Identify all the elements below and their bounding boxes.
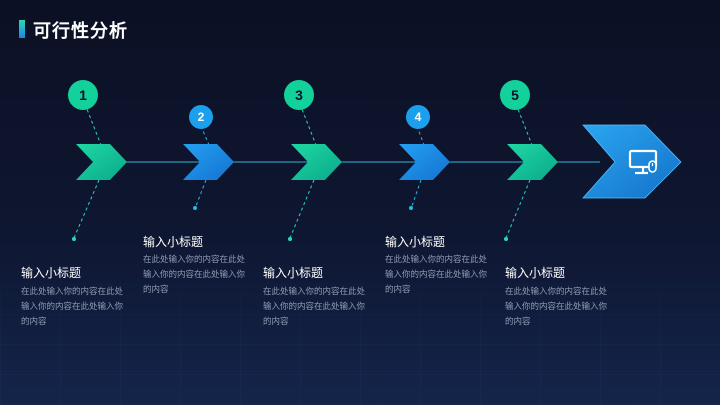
step-subtitle-3: 输入小标题 <box>263 266 324 280</box>
connector-bottom-4 <box>411 179 422 207</box>
step-text-4: 在此处输入你的内容在此处输入你的内容在此处输入你的内容 <box>385 255 488 295</box>
step-subtitle-5: 输入小标题 <box>505 266 566 280</box>
connector-top-5 <box>515 103 533 146</box>
connector-top-1 <box>84 103 102 146</box>
step-number-3: 3 <box>295 87 303 103</box>
step-subtitle-2: 输入小标题 <box>143 235 204 249</box>
connector-bottom-1 <box>73 179 100 239</box>
title-accent-bar <box>19 20 25 38</box>
connector-bottom-3 <box>289 179 315 239</box>
step-badge-3 <box>284 80 314 110</box>
connector-dot-5 <box>504 237 508 241</box>
step-text-2: 在此处输入你的内容在此处输入你的内容在此处输入你的内容 <box>143 255 246 295</box>
step-badge-2 <box>189 105 213 129</box>
chevron-2 <box>183 144 234 180</box>
page-title: 可行性分析 <box>33 21 128 42</box>
background-floor-grid <box>0 255 720 405</box>
connector-dot-4 <box>409 206 413 210</box>
step-number-5: 5 <box>511 87 519 103</box>
connector-bottom-2 <box>195 179 207 207</box>
step-text-1: 在此处输入你的内容在此处输入你的内容在此处输入你的内容 <box>21 287 124 327</box>
connector-top-3 <box>299 103 317 146</box>
step-text-3: 在此处输入你的内容在此处输入你的内容在此处输入你的内容 <box>263 287 366 327</box>
step-number-1: 1 <box>79 87 87 103</box>
step-subtitle-4: 输入小标题 <box>385 235 446 249</box>
step-badge-1 <box>68 80 98 110</box>
connector-dot-2 <box>193 206 197 210</box>
connector-dot-3 <box>288 237 292 241</box>
chevron-4 <box>399 144 450 180</box>
chevron-5 <box>507 144 558 180</box>
step-text-5: 在此处输入你的内容在此处输入你的内容在此处输入你的内容 <box>505 287 608 327</box>
connector-bottom-5 <box>505 179 531 239</box>
step-number-4: 4 <box>415 110 422 124</box>
end-chevron <box>582 124 682 199</box>
computer-icon <box>628 149 658 175</box>
chevron-3 <box>291 144 342 180</box>
step-badge-5 <box>500 80 530 110</box>
step-subtitle-1: 输入小标题 <box>21 266 82 280</box>
chevron-1 <box>76 144 127 180</box>
step-number-2: 2 <box>198 110 205 124</box>
step-badge-4 <box>406 105 430 129</box>
connector-dot-1 <box>72 237 76 241</box>
